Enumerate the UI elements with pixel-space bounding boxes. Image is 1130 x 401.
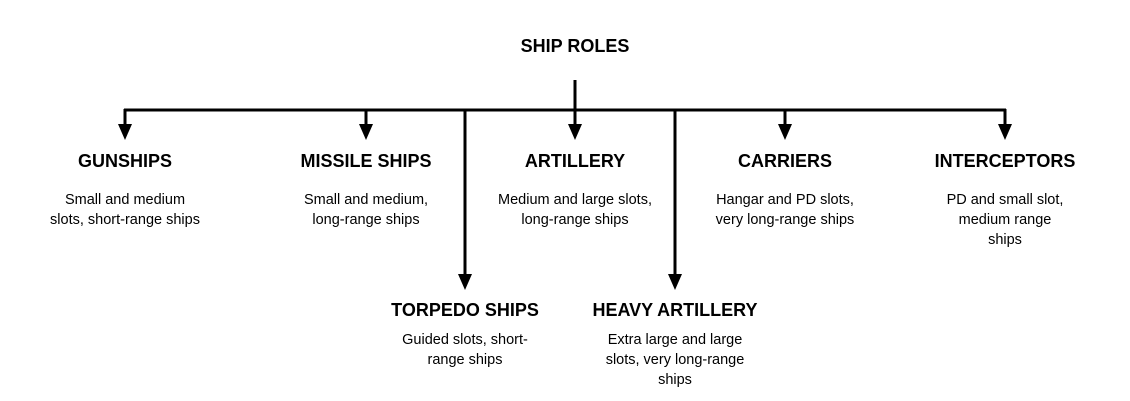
arrowhead-icon (998, 124, 1012, 140)
role-title-artillery: ARTILLERY (524, 151, 626, 171)
arrowhead-icon (568, 124, 582, 140)
role-desc-torpedo-ships: Guided slots, short-range ships (402, 330, 528, 370)
role-title-torpedo-ships: TORPEDO SHIPS (391, 300, 539, 320)
role-title-heavy-artillery: HEAVY ARTILLERY (592, 300, 758, 320)
desc-line: slots, short-range ships (50, 212, 200, 228)
desc-line: very long-range ships (715, 212, 855, 228)
desc-line: medium range ships (958, 212, 1052, 248)
arrowhead-icon (778, 124, 792, 140)
desc-line: long-range ships (312, 212, 420, 228)
role-desc-interceptors: PD and small slot, medium range ships (943, 190, 1068, 250)
desc-line: PD and small slot, (946, 192, 1064, 208)
arrowhead-icon (359, 124, 373, 140)
arrowhead-icon (668, 274, 682, 290)
desc-line: Guided slots, short- (402, 332, 528, 348)
desc-line: range ships (427, 352, 503, 368)
role-desc-gunships: Small and medium slots, short-range ships (50, 190, 200, 230)
desc-line: Medium and large slots, (498, 192, 652, 208)
desc-line: Extra large and large (607, 332, 743, 348)
arrowhead-icon (118, 124, 132, 140)
desc-line: Hangar and PD slots, (716, 192, 854, 208)
role-desc-missile-ships: Small and medium, long-range ships (304, 190, 428, 230)
desc-line: Small and medium, (303, 192, 429, 208)
role-title-interceptors: INTERCEPTORS (934, 151, 1076, 171)
desc-line: long-range ships (521, 212, 629, 228)
role-title-carriers: CARRIERS (737, 151, 833, 171)
diagram-title: SHIP ROLES (520, 36, 630, 56)
desc-line: Small and medium (64, 192, 186, 208)
arrowhead-icon (458, 274, 472, 290)
role-desc-artillery: Medium and large slots, long-range ships (498, 190, 652, 230)
role-desc-heavy-artillery: Extra large and large slots, very long-ra… (606, 330, 745, 390)
desc-line: slots, very long-range (605, 352, 745, 368)
role-desc-carriers: Hangar and PD slots, very long-range ship… (716, 190, 855, 230)
role-title-gunships: GUNSHIPS (77, 151, 173, 171)
role-title-missile-ships: MISSILE SHIPS (300, 151, 432, 171)
desc-line: ships (658, 372, 692, 388)
